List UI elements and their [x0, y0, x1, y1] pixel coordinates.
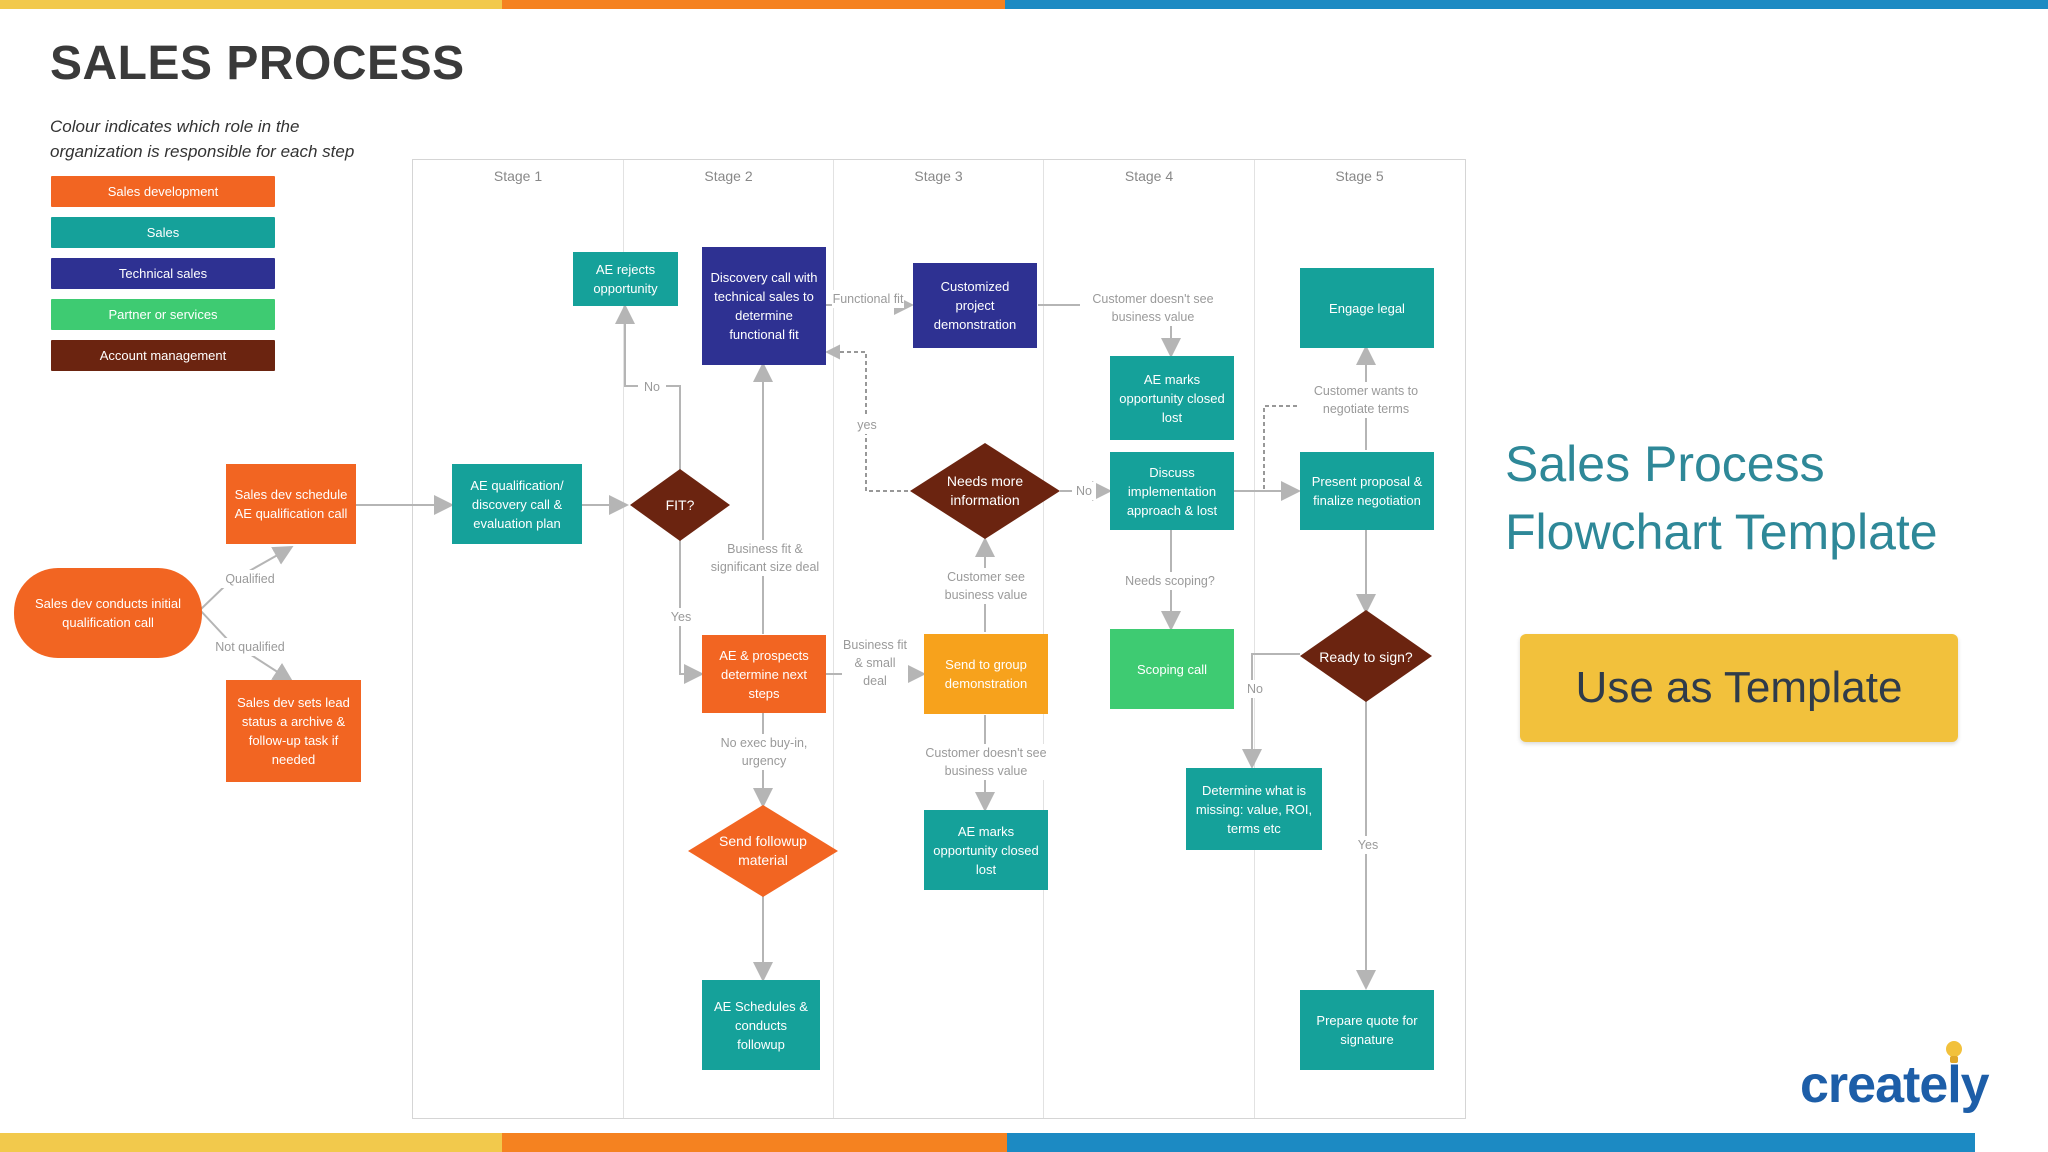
edge-label-doesnt-see-value-4: Customer doesn't see business value [1080, 290, 1226, 326]
legend-sales-development: Sales development [51, 176, 275, 207]
edge-label-business-fit-small: Business fit & small deal [842, 636, 908, 690]
stage-label: Stage 2 [704, 168, 753, 184]
use-as-template-button[interactable]: Use as Template [1520, 634, 1958, 742]
edge-label-yes-fit: Yes [666, 608, 696, 626]
ready-sign-decision [1300, 610, 1432, 702]
node-send-group-demo: Send to group demonstration [924, 634, 1048, 714]
edge-label-not-qualified: Not qualified [205, 638, 295, 656]
node-ae-rejects: AE rejects opportunity [573, 252, 678, 306]
node-initial-call: Sales dev conducts initial qualification… [14, 568, 202, 658]
bottom-color-bar [0, 1133, 1975, 1152]
node-ae-marks-lost-3: AE marks opportunity closed lost [924, 810, 1048, 890]
template-title-line1: Sales Process [1505, 436, 1825, 492]
node-ae-marks-lost-4: AE marks opportunity closed lost [1110, 356, 1234, 440]
lane-stage-4: Stage 4 [1044, 160, 1255, 1118]
edge-label-functional-fit: Functional fit [832, 290, 904, 308]
template-title-line2: Flowchart Template [1505, 504, 1938, 560]
edge-label-yes-sign: Yes [1354, 836, 1382, 854]
page-title: SALES PROCESS [50, 37, 465, 90]
edge-dashed-negotiate [1263, 405, 1297, 490]
stage-label: Stage 3 [914, 168, 963, 184]
node-present-proposal: Present proposal & finalize negotiation [1300, 452, 1434, 530]
legend-technical-sales: Technical sales [51, 258, 275, 289]
fit-decision [630, 469, 730, 541]
send-followup-decision [688, 805, 838, 897]
edge-label-business-fit: Business fit & significant size deal [700, 540, 830, 576]
edge-label-no-fit: No [638, 378, 666, 396]
node-set-lead-status: Sales dev sets lead status a archive & f… [226, 680, 361, 782]
lightbulb-icon [1944, 1040, 1964, 1066]
swimlane-panel: Stage 1 Stage 2 Stage 3 Stage 4 Stage 5 [412, 159, 1466, 1119]
needs-info-label: Needs more information [946, 473, 1024, 508]
ready-sign-label: Ready to sign? [1319, 648, 1413, 665]
legend-sales: Sales [51, 217, 275, 248]
fit-label: FIT? [665, 496, 695, 513]
lane-stage-5: Stage 5 [1255, 160, 1464, 1118]
node-scoping-call: Scoping call [1110, 629, 1234, 709]
edge-label-doesnt-see-value-3: Customer doesn't see business value [912, 744, 1060, 780]
edge-label-no-exec: No exec buy-in, urgency [710, 734, 818, 770]
edge-label-qualified: Qualified [220, 570, 280, 588]
edge-label-customer-sees-value: Customer see business value [932, 568, 1040, 604]
edge-label-yes-info: yes [852, 416, 882, 434]
node-ae-schedules: AE Schedules & conducts followup [702, 980, 820, 1070]
stage-label: Stage 1 [493, 168, 543, 184]
node-prepare-quote: Prepare quote for signature [1300, 990, 1434, 1070]
lane-stage-1: Stage 1 [413, 160, 624, 1118]
node-ae-qualification: AE qualification/ discovery call & evalu… [452, 464, 582, 544]
legend-partner-services: Partner or services [51, 299, 275, 330]
legend-account-management: Account management [51, 340, 275, 371]
top-color-bar [0, 0, 2048, 9]
stage-label: Stage 5 [1335, 168, 1384, 184]
node-customized-demo: Customized project demonstration [913, 263, 1037, 348]
edge-label-needs-scoping: Needs scoping? [1118, 572, 1222, 590]
creately-logo: creately [1800, 1056, 1990, 1114]
node-discuss-implementation: Discuss implementation approach & lost [1110, 452, 1234, 530]
send-followup-label: Send followup material [719, 833, 807, 868]
node-ae-prospects: AE & prospects determine next steps [702, 635, 826, 713]
edge-yes-info [825, 344, 908, 492]
node-schedule-ae: Sales dev schedule AE qualification call [226, 464, 356, 544]
node-discovery-call: Discovery call with technical sales to d… [702, 247, 826, 365]
lane-stage-2: Stage 2 [624, 160, 834, 1118]
diamonds [630, 443, 1432, 897]
edge-no-sign [1242, 653, 1300, 769]
edge-label-wants-negotiate: Customer wants to negotiate terms [1300, 382, 1432, 418]
edge-yes-fit [679, 540, 704, 684]
edge-label-no-info: No [1072, 482, 1096, 500]
needs-info-decision [910, 443, 1060, 539]
stage-label: Stage 4 [1124, 168, 1174, 184]
node-engage-legal: Engage legal [1300, 268, 1434, 348]
legend-caption: Colour indicates which role in the organ… [50, 117, 355, 161]
node-determine-missing: Determine what is missing: value, ROI, t… [1186, 768, 1322, 850]
edge-label-no-sign: No [1244, 680, 1266, 698]
template-title: Sales Process Flowchart Template [1505, 430, 1938, 566]
